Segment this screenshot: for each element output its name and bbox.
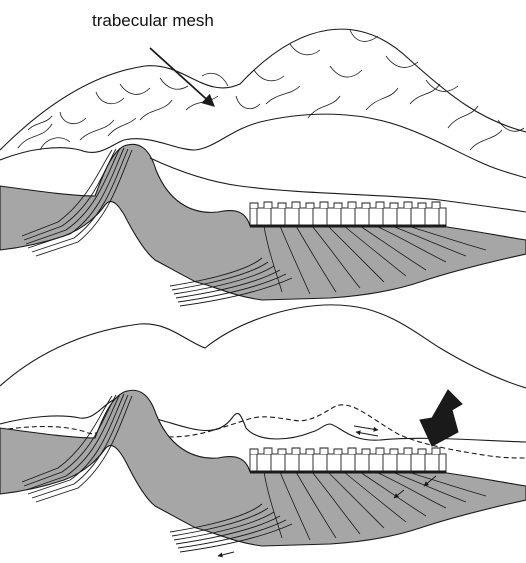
- force-arrow: [420, 390, 462, 446]
- organ-cells-top: [250, 202, 446, 226]
- bottom-panel: [0, 305, 526, 556]
- reissner-membrane-outline: [0, 305, 526, 388]
- trabecular-mesh-outline: [0, 29, 526, 150]
- organ-cells-bottom: [250, 448, 446, 472]
- flow-arrow-left: [356, 432, 378, 436]
- label-pointer-arrow: [150, 48, 214, 106]
- flow-arrows: [354, 426, 378, 436]
- mesh-web: [18, 30, 524, 150]
- flow-arrow-right: [354, 426, 378, 430]
- top-panel: [0, 29, 526, 306]
- trabecular-mesh-label: trabecular mesh: [92, 11, 214, 31]
- tectorial-inner-edge: [0, 114, 526, 178]
